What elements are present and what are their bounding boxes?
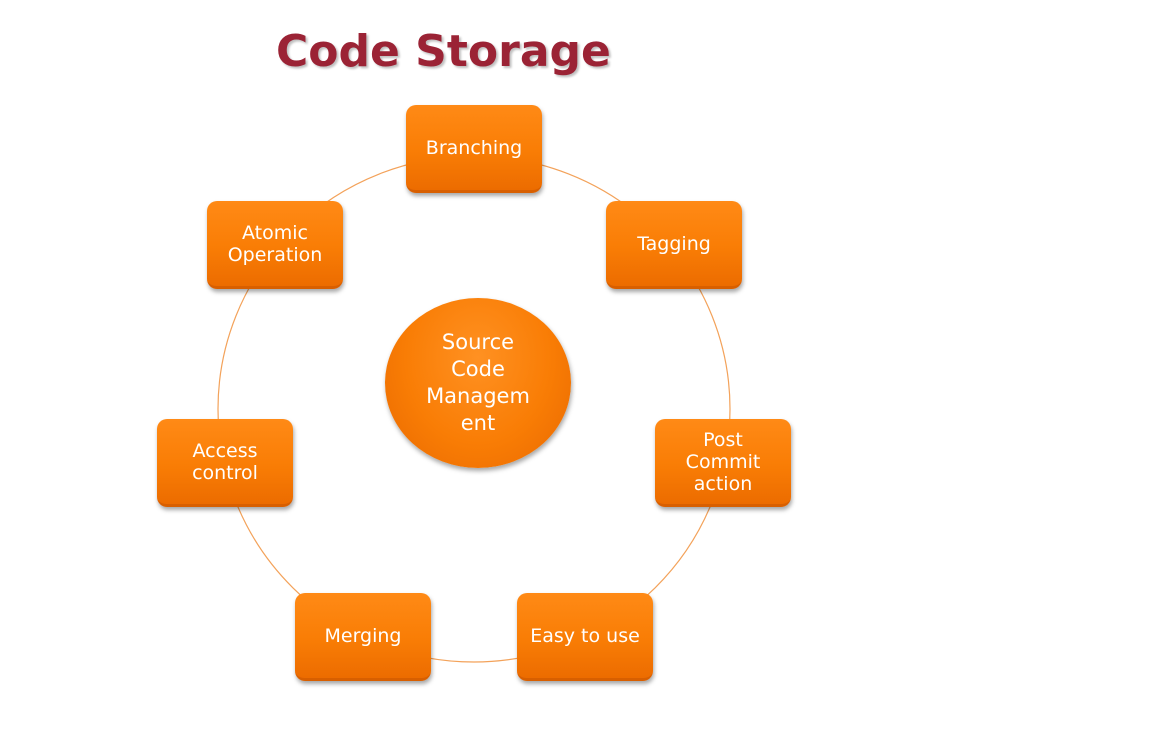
node-merging[interactable]: Merging bbox=[295, 593, 431, 681]
node-easy-to-use[interactable]: Easy to use bbox=[517, 593, 653, 681]
node-access-control[interactable]: Access control bbox=[157, 419, 293, 507]
node-tagging[interactable]: Tagging bbox=[606, 201, 742, 289]
center-source-code-management[interactable]: Source Code Managem ent bbox=[385, 298, 571, 468]
node-atomic-operation[interactable]: Atomic Operation bbox=[207, 201, 343, 289]
node-branching[interactable]: Branching bbox=[406, 105, 542, 193]
diagram-title: Code Storage bbox=[276, 26, 611, 77]
node-post-commit-action[interactable]: Post Commit action bbox=[655, 419, 791, 507]
